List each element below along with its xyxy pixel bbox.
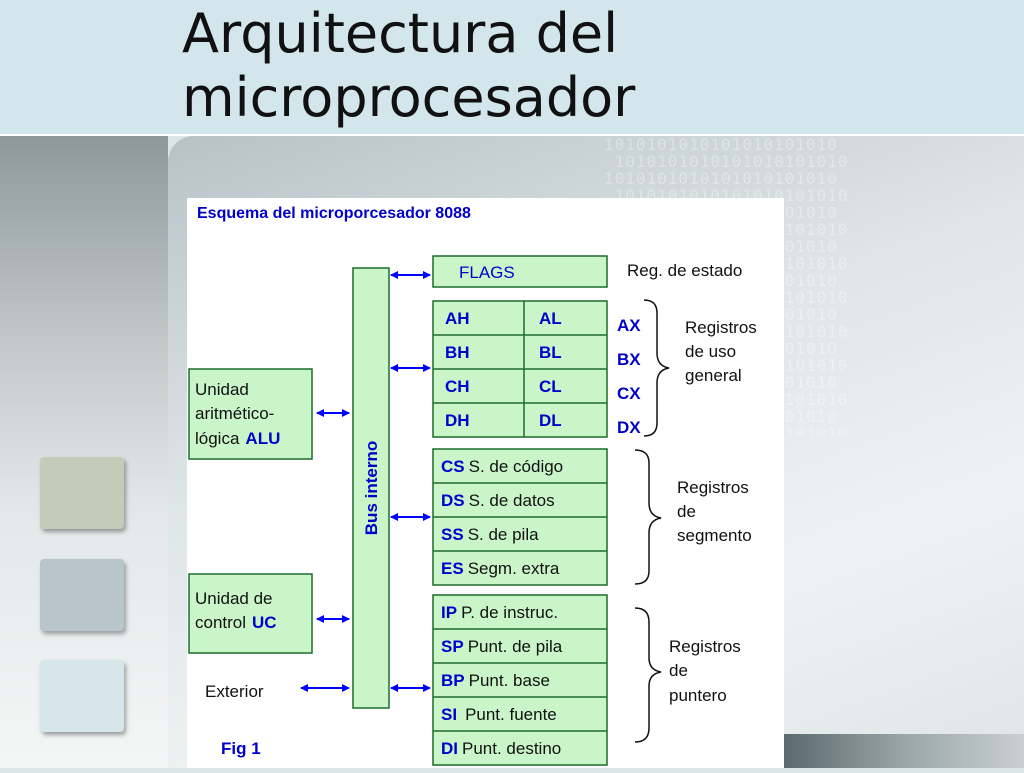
reg-cs-desc: S. de código — [469, 457, 564, 476]
reg-bp-desc: Punt. base — [469, 671, 550, 690]
reg-cx: CX — [617, 384, 641, 403]
decor-square-1 — [40, 457, 124, 529]
reg-si: SI — [441, 705, 457, 724]
uc-code: UC — [252, 613, 277, 632]
slide-title: Arquitectura del microprocesador — [182, 2, 635, 130]
general-desc-3: general — [685, 366, 742, 385]
uc-box — [188, 573, 313, 654]
segment-brace — [634, 449, 662, 585]
reg-sp-desc: Punt. de pila — [468, 637, 563, 656]
pointer-registers-box — [432, 594, 608, 766]
bus-interno-box — [352, 267, 390, 709]
reg-di: DI — [441, 739, 458, 758]
general-registers-group: AH AL BH BL CH CL DH DL AX BX CX DX Regi… — [390, 299, 757, 438]
diagram-svg: Esquema del microporcesador 8088 Bus int… — [188, 205, 757, 766]
alu-line-1: Unidad — [195, 380, 249, 399]
reg-al: AL — [539, 309, 562, 328]
uc-line-1: Unidad de — [195, 589, 273, 608]
bottom-decor-bar — [784, 734, 1024, 768]
reg-ds-desc: S. de datos — [469, 491, 555, 510]
reg-es-desc: Segm. extra — [468, 559, 560, 578]
reg-ss: SS — [441, 525, 464, 544]
segment-desc-3: segmento — [677, 526, 752, 545]
reg-es: ES — [441, 559, 464, 578]
reg-ax: AX — [617, 316, 641, 335]
reg-dx: DX — [617, 418, 641, 437]
alu-line-3-text: lógica — [195, 429, 240, 448]
reg-ch: CH — [445, 377, 470, 396]
bus-interno-label: Bus interno — [362, 441, 381, 535]
reg-bl: BL — [539, 343, 562, 362]
alu-code: ALU — [245, 429, 280, 448]
reg-dl: DL — [539, 411, 562, 430]
reg-bx: BX — [617, 350, 641, 369]
pointer-row-si: SI Punt. fuente — [441, 705, 557, 724]
reg-dh: DH — [445, 411, 470, 430]
diagram-title: Esquema del microporcesador 8088 — [197, 205, 471, 222]
uc-group: Unidad de control UC — [188, 573, 350, 654]
general-brace — [643, 299, 670, 437]
general-desc-2: de uso — [685, 342, 736, 361]
alu-line-3: lógica ALU — [195, 429, 280, 448]
alu-group: Unidad aritmético- lógica ALU — [188, 368, 350, 460]
pointer-brace — [634, 607, 662, 743]
reg-sp: SP — [441, 637, 464, 656]
slide-header: Arquitectura del microprocesador — [0, 0, 1024, 136]
reg-ip-desc: P. de instruc. — [461, 603, 558, 622]
decor-square-3 — [40, 660, 124, 732]
flags-label: FLAGS — [459, 263, 515, 282]
pointer-desc-2: de — [669, 661, 688, 680]
title-line-1: Arquitectura del — [182, 2, 619, 65]
uc-line-2: control UC — [195, 613, 277, 632]
reg-bh: BH — [445, 343, 470, 362]
reg-cl: CL — [539, 377, 562, 396]
reg-cs: CS — [441, 457, 465, 476]
reg-si-desc: Punt. fuente — [465, 705, 557, 724]
alu-box — [188, 368, 313, 460]
segment-desc-1: Registros — [677, 478, 749, 497]
uc-line-2-text: control — [195, 613, 246, 632]
exterior-label: Exterior — [205, 682, 264, 701]
alu-line-2: aritmético- — [195, 404, 274, 423]
flags-desc: Reg. de estado — [627, 261, 742, 280]
flags-box — [432, 255, 608, 288]
reg-ss-desc: S. de pila — [468, 525, 539, 544]
pointer-desc-1: Registros — [669, 637, 741, 656]
reg-bp: BP — [441, 671, 465, 690]
reg-ip: IP — [441, 603, 457, 622]
segment-desc-2: de — [677, 502, 696, 521]
reg-ds: DS — [441, 491, 465, 510]
title-line-2: microprocesador — [182, 66, 636, 129]
general-desc-1: Registros — [685, 318, 757, 337]
fig-label: Fig 1 — [221, 739, 261, 758]
reg-di-desc: Punt. destino — [462, 739, 561, 758]
reg-ah: AH — [445, 309, 470, 328]
pointer-desc-3: puntero — [669, 686, 727, 705]
microprocessor-diagram: Esquema del microporcesador 8088 Bus int… — [187, 198, 784, 768]
decor-square-2 — [40, 559, 124, 631]
